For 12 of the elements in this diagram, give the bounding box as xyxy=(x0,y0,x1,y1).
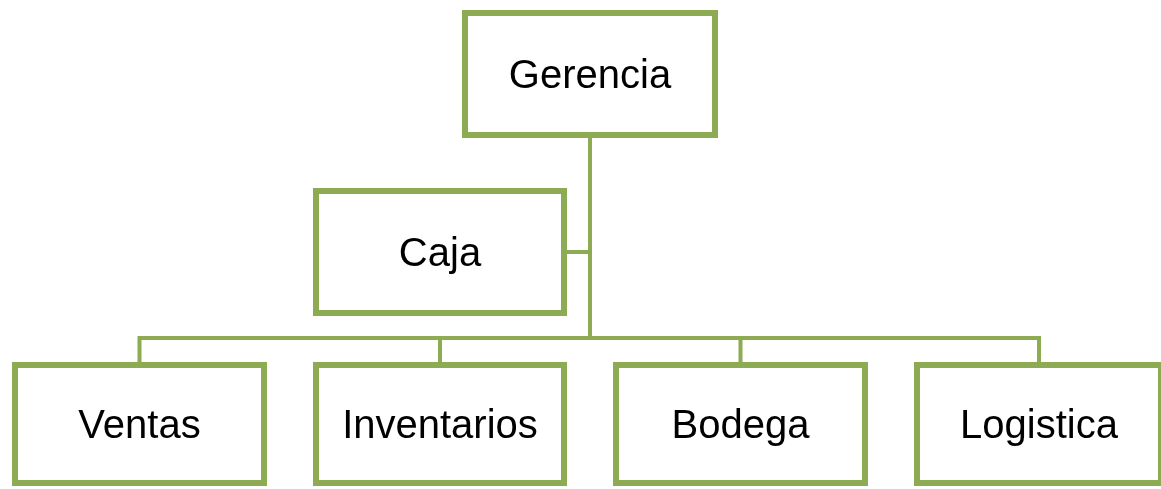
box-label: Ventas xyxy=(78,401,201,447)
org-box xyxy=(313,188,567,316)
org-box xyxy=(462,10,718,138)
box-label: Caja xyxy=(398,229,482,275)
box-label: Logistica xyxy=(960,401,1118,447)
org-box xyxy=(12,362,267,486)
box-label: Bodega xyxy=(671,401,810,447)
org-box xyxy=(914,362,1161,486)
org-box xyxy=(313,362,567,486)
box-label: Inventarios xyxy=(342,401,538,447)
box-label: Gerencia xyxy=(508,51,672,97)
org-box xyxy=(613,362,868,486)
